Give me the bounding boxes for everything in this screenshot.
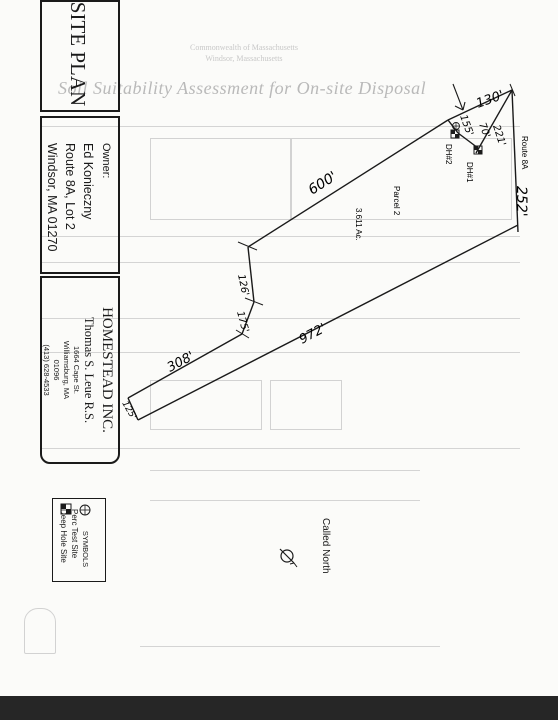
label-dh1: DH#1 xyxy=(465,162,474,183)
north-arrow-icon xyxy=(279,548,298,568)
title-box xyxy=(40,0,120,112)
scan-edge xyxy=(0,696,558,720)
background-form-rule xyxy=(140,646,440,647)
label-west-end: 125' xyxy=(119,400,137,422)
deep-hole-icon xyxy=(60,503,72,515)
parcel-boundary xyxy=(127,89,519,421)
background-form-rule xyxy=(40,352,520,353)
label-parcel-name: Parcel 2 xyxy=(392,186,401,216)
background-form-title: Soil Suitability Assessment for On-site … xyxy=(58,78,427,98)
background-form-box xyxy=(290,138,512,220)
label-east-short: 221' xyxy=(490,124,507,148)
legend-box xyxy=(52,498,106,582)
deep-hole-icon xyxy=(450,129,460,139)
corner-arrow-icon xyxy=(452,83,466,111)
label-road-frontage: 252' xyxy=(513,186,529,217)
label-north-long: 600' xyxy=(306,169,340,199)
perc-test-icon xyxy=(452,122,460,130)
label-dim-b: 70' xyxy=(476,121,492,139)
label-west-a: 308' xyxy=(165,349,197,376)
boundary-tick-marks xyxy=(235,83,516,339)
background-form-mark xyxy=(24,608,56,654)
perc-test-icon xyxy=(79,504,91,516)
background-form-box xyxy=(150,380,262,430)
legend-symbols xyxy=(60,503,91,516)
background-form-rule xyxy=(40,448,520,449)
label-west-b: 175' xyxy=(234,310,250,334)
background-form-rule xyxy=(40,318,520,319)
background-form-box xyxy=(150,138,292,220)
owner-box xyxy=(40,116,120,274)
background-form-box xyxy=(270,380,342,430)
label-parcel-area: 3.611 Ac. xyxy=(354,208,363,241)
label-dh2: DH#2 xyxy=(444,144,453,165)
label-west-c: 126' xyxy=(235,273,250,297)
background-form-rule xyxy=(150,500,420,501)
background-form-rule xyxy=(40,236,520,237)
background-form-rule xyxy=(40,262,520,263)
background-form-rule xyxy=(150,470,420,471)
surveyor-box xyxy=(40,276,120,464)
label-road-name: Route 8A xyxy=(520,136,529,170)
background-form-rule xyxy=(40,126,520,127)
deep-hole-icon xyxy=(473,145,483,155)
